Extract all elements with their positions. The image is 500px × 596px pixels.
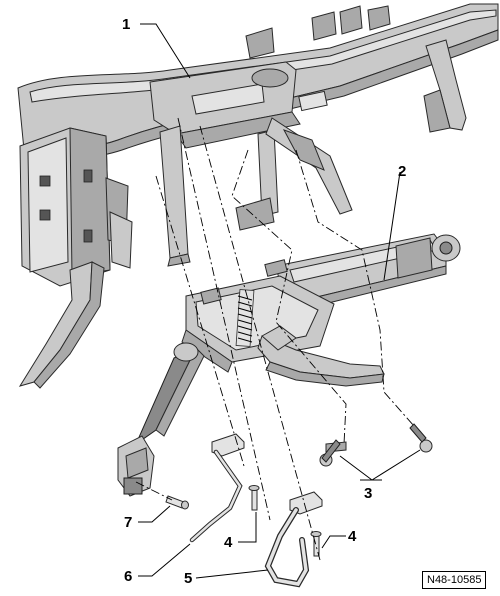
assembly-lines [135,117,415,561]
pin-lower [310,531,322,557]
steering-column [117,233,461,497]
callout-labels: 1 2 3 4 4 5 6 7 [122,16,406,587]
callout-4-lower: 4 [348,528,357,545]
fasteners [165,423,433,557]
callout-1: 1 [122,16,130,33]
column-spring [235,289,255,347]
bracket-5 [264,491,323,588]
callout-6: 6 [124,568,132,585]
callout-4-upper: 4 [224,534,233,551]
callout-7: 7 [124,514,132,531]
bolt-right [409,423,433,453]
bolt-left [319,439,347,467]
leader-lines [138,23,421,579]
callout-2: 2 [398,163,406,180]
callout-5: 5 [184,570,192,587]
bracket-6 [189,433,245,543]
pin-upper [248,485,260,511]
figure-reference-label: N48-10585 [422,571,487,589]
callout-3: 3 [364,485,372,502]
cross-member [17,3,499,389]
